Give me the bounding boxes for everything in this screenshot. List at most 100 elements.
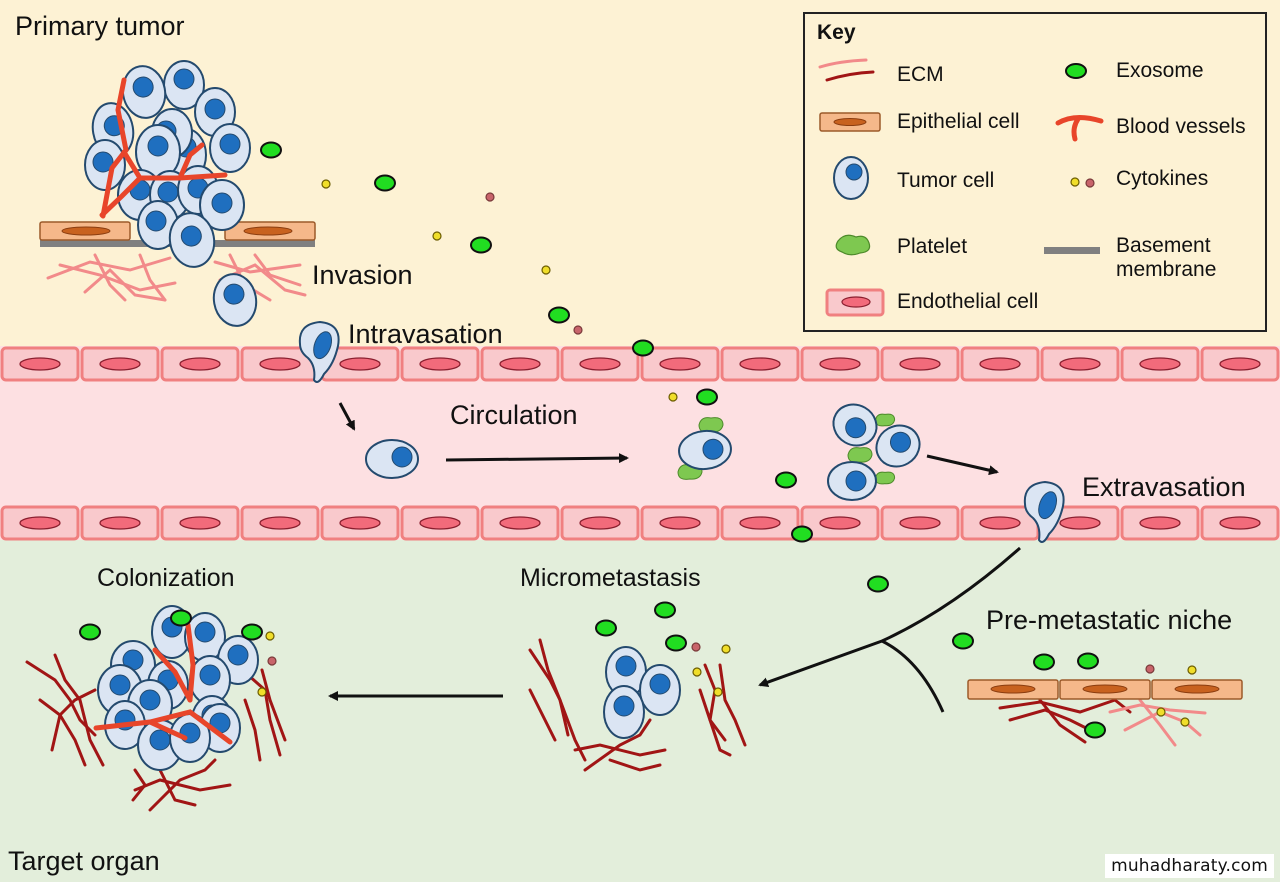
cytokine	[485, 192, 495, 202]
cytokine	[321, 179, 331, 189]
tumor-nucleus	[194, 621, 216, 643]
endothelial-cell	[1120, 505, 1200, 541]
tumor-nucleus	[313, 331, 333, 360]
cytokine	[692, 667, 702, 677]
cytokine	[1145, 664, 1155, 674]
basement-membrane-icon	[1044, 247, 1100, 254]
tumor-nucleus	[180, 225, 202, 247]
region-label-primary: Primary tumor	[15, 11, 185, 41]
cytokine	[721, 644, 731, 654]
tumor-nucleus	[227, 644, 249, 666]
endothelial-cell	[1200, 505, 1280, 541]
endothelial-cell-icon	[825, 288, 885, 317]
endothelial-cell	[400, 346, 480, 382]
endothelial-cell	[1120, 346, 1200, 382]
endothelial-cell	[800, 505, 880, 541]
exosome	[665, 634, 687, 652]
tumor-cell	[135, 124, 181, 180]
cytokine	[1156, 707, 1166, 717]
tumor-cell	[603, 685, 645, 739]
key-legend: Key ECM Exosome Epithelial cell Blood ve…	[803, 12, 1267, 332]
exosome	[1084, 721, 1106, 739]
exosome	[632, 339, 654, 357]
endothelial-cell	[480, 346, 560, 382]
colonization-blood-vessels	[93, 622, 233, 745]
endothelial-cell	[720, 346, 800, 382]
tumor-nucleus	[219, 133, 241, 155]
exosome	[791, 525, 813, 543]
cytokines	[257, 179, 1197, 727]
tumor-nucleus	[845, 470, 867, 492]
tumor-cell	[827, 461, 877, 501]
vessel-wall-bottom	[0, 505, 1280, 541]
vessel-wall-top	[0, 346, 1280, 382]
endothelial-cell	[240, 346, 320, 382]
tumor-nucleus	[92, 151, 114, 173]
exosome	[170, 609, 192, 627]
tumor-cell	[678, 429, 732, 471]
stage-label-circulation: Circulation	[450, 400, 578, 430]
epithelial-cell	[224, 221, 316, 241]
endothelial-cell	[880, 505, 960, 541]
cytokine	[267, 656, 277, 666]
cytokine	[668, 392, 678, 402]
tumor-cell	[365, 439, 419, 479]
exosome-icon	[1065, 63, 1087, 79]
tumor-cell-icon	[833, 156, 869, 200]
endothelial-cell	[1040, 346, 1120, 382]
tumor-nucleus	[889, 431, 911, 453]
stage-label-micrometastasis: Micrometastasis	[520, 564, 701, 592]
tumor-nucleus	[199, 664, 221, 686]
cytokine	[432, 231, 442, 241]
key-label: Cytokines	[1116, 167, 1208, 190]
tumor-nucleus	[147, 135, 169, 157]
exosome	[595, 619, 617, 637]
micrometastasis-ecm	[528, 638, 747, 772]
platelet	[847, 447, 873, 463]
platelet-icon	[835, 234, 871, 256]
endothelial-cell	[800, 346, 880, 382]
endothelial-cell	[400, 505, 480, 541]
stage-label-intravasation: Intravasation	[348, 319, 503, 349]
epithelial-cell	[1059, 679, 1151, 700]
epithelial-cell-icon	[819, 112, 881, 132]
tumor-cell	[163, 60, 205, 110]
exosome	[1033, 653, 1055, 671]
endothelial-cell	[80, 346, 160, 382]
niche-to-micro-arrow	[758, 546, 1021, 687]
region-label-target: Target organ	[8, 846, 160, 876]
primary-ecm	[46, 253, 307, 302]
key-label: Tumor cell	[897, 169, 994, 192]
tumor-cell	[184, 612, 226, 662]
cytokine	[691, 642, 701, 652]
tumor-cell	[121, 65, 167, 119]
epithelial-cell	[967, 679, 1059, 700]
endothelial-cell	[0, 346, 80, 382]
tumor-nucleus	[145, 210, 167, 232]
circulating-tumor-cells	[298, 320, 1065, 543]
endothelial-cell	[560, 346, 640, 382]
niche-epithelium	[967, 679, 1243, 700]
key-label: Epithelial cell	[897, 110, 1020, 133]
colonization-ecm	[25, 653, 287, 812]
exosome	[470, 236, 492, 254]
tumor-nucleus	[149, 729, 171, 751]
colonization-mass	[97, 605, 259, 771]
tumor-nucleus	[132, 76, 154, 98]
tumor-nucleus	[1038, 491, 1058, 520]
exosome	[374, 174, 396, 192]
circulation-arrow	[445, 453, 629, 464]
cytokine	[573, 325, 583, 335]
endothelial-cell	[560, 505, 640, 541]
exosome	[548, 306, 570, 324]
niche-ecm	[998, 698, 1207, 747]
exosome	[775, 471, 797, 489]
key-label: Endothelial cell	[897, 290, 1038, 313]
tumor-cell	[209, 123, 251, 173]
endothelial-cell	[1200, 346, 1280, 382]
stage-label-premetastatic: Pre-metastatic niche	[986, 605, 1232, 635]
key-label: Platelet	[897, 235, 967, 258]
tumor-nucleus	[615, 655, 637, 677]
